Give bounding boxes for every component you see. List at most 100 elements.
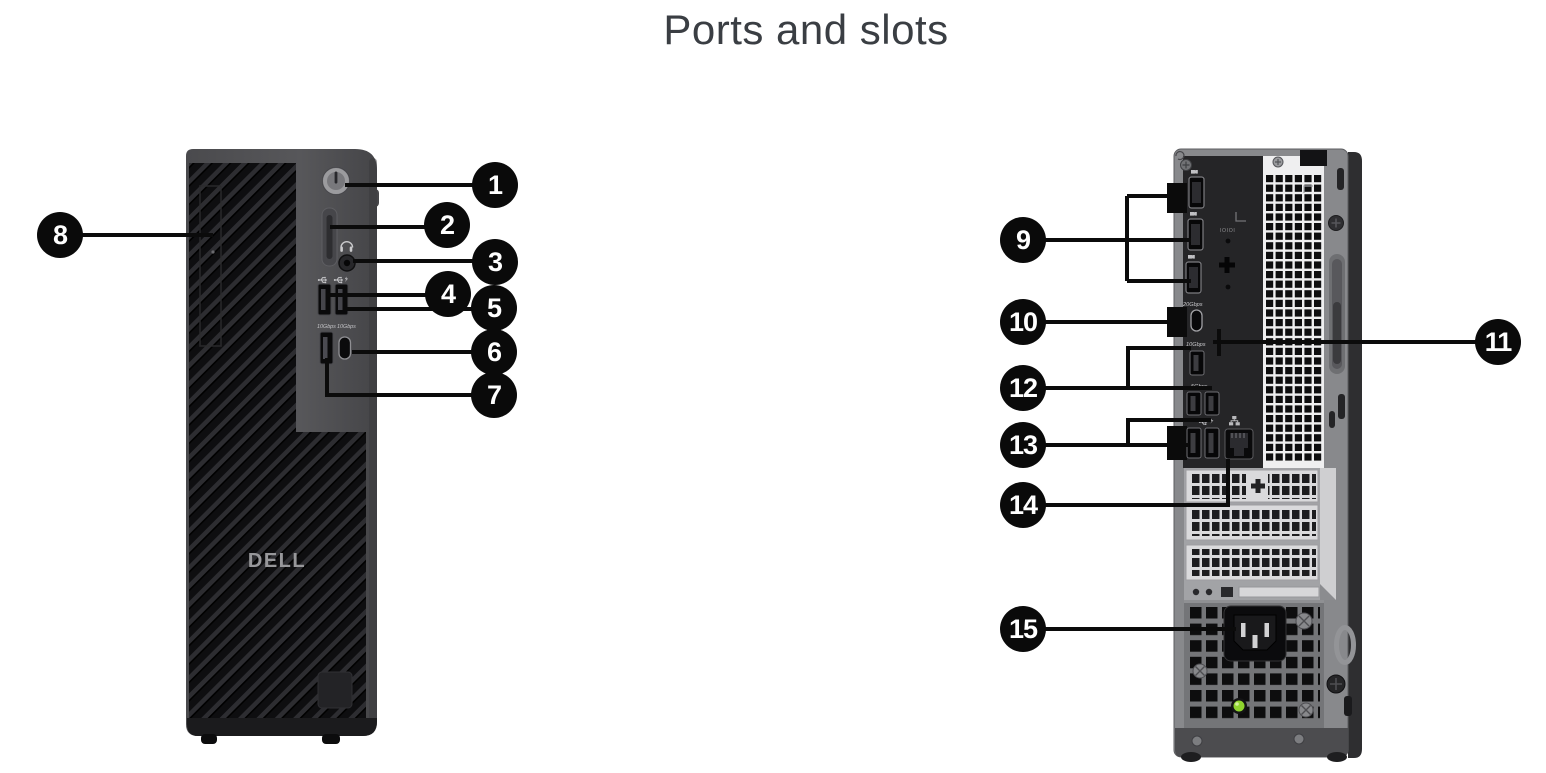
top-screw-left	[1180, 159, 1192, 171]
callout-number: 15	[1008, 613, 1038, 644]
displayport-3	[1185, 261, 1202, 294]
right-edge-shade	[369, 158, 377, 724]
callout-5-usb-port: 5	[471, 285, 517, 331]
lightning-icon	[344, 276, 349, 283]
sd-card-slot	[321, 207, 338, 267]
displayport-icon-2	[1190, 212, 1197, 216]
psu-screw-3	[1298, 702, 1314, 718]
callout-15-power-port: 15	[1000, 606, 1046, 652]
slot-detail-block	[1221, 587, 1233, 597]
callout-number: 2	[439, 209, 455, 240]
top-screw-middle	[1272, 156, 1284, 168]
psu-screw-1	[1192, 663, 1208, 679]
usb-10gbps-label-left: 10Gbps	[317, 324, 336, 330]
callout-6-usb-c-port: 6	[471, 329, 517, 375]
smartpower-bolt-icon	[1210, 418, 1214, 424]
callout-number: 4	[440, 278, 456, 309]
usb-a-port-rear-3	[1204, 391, 1220, 416]
line-14-ethernet	[1023, 459, 1230, 507]
callout-number: 11	[1484, 326, 1513, 357]
callout-number: 14	[1008, 489, 1038, 520]
callout-3-headset-jack: 3	[472, 239, 518, 285]
security-slot	[1344, 696, 1352, 716]
rear-foot-right	[1327, 752, 1347, 762]
front-foot-left	[201, 734, 217, 744]
callout-8-optical-drive: 8	[37, 212, 83, 258]
front-badge-patch	[317, 671, 353, 709]
front-tower: DELL	[186, 149, 379, 744]
eject-hole	[211, 250, 215, 254]
callout-4-usb-port: 4	[425, 271, 471, 317]
front-foot-right	[322, 734, 340, 744]
latch-notch	[1320, 584, 1336, 600]
latch-strip	[1320, 468, 1336, 600]
page-title: Ports and slots	[663, 6, 949, 53]
callout-number: 7	[486, 379, 502, 410]
callout-2-sd-card-slot: 2	[424, 202, 470, 248]
power-icon	[334, 171, 338, 184]
serial-screw-hole-bottom	[1225, 284, 1231, 290]
line-7-usb	[325, 358, 494, 397]
usb-a-port-front-3	[319, 331, 334, 365]
usb-a-port-rear-2	[1186, 391, 1202, 416]
headset-jack	[338, 254, 356, 272]
expansion-slots	[1184, 468, 1336, 600]
top-latch-block	[1300, 150, 1327, 166]
usb-a-port-front-2	[334, 283, 349, 316]
usb-c-20gbps-label: 20Gbps	[1182, 302, 1203, 308]
callout-14-ethernet-port: 14	[1000, 482, 1046, 528]
callout-number: 13	[1008, 429, 1038, 460]
slot-cover-1	[1185, 469, 1319, 503]
dell-logo: DELL	[248, 550, 306, 572]
callout-number: 9	[1015, 224, 1031, 255]
side-slot-mid	[1338, 394, 1345, 419]
callout-9-displayports: 9	[1000, 217, 1046, 263]
side-slot-top	[1337, 168, 1344, 190]
callout-number: 10	[1008, 306, 1038, 337]
serial-knockout-label: IOIOI	[1220, 228, 1235, 234]
psu-area	[1184, 600, 1324, 728]
usb-a-port-rear-4	[1186, 427, 1202, 459]
slot-cover-2	[1185, 504, 1319, 541]
displayport-2	[1187, 218, 1204, 251]
line-12-usb-branch	[1126, 346, 1191, 388]
callout-11-knockout: 11	[1475, 319, 1521, 365]
optical-drive-bay	[199, 185, 222, 347]
thumbscrew	[1326, 674, 1346, 694]
usb-10gbps-label: 10Gbps	[1186, 342, 1206, 348]
psu-status-led	[1231, 698, 1247, 714]
usb-10gbps-label-right: 10Gbps	[337, 324, 356, 330]
ethernet-port	[1224, 428, 1254, 460]
slot-hole-2	[1205, 588, 1213, 596]
bottom-screw-right	[1293, 733, 1305, 745]
usb-c-port-front	[338, 336, 352, 360]
callout-number: 3	[487, 246, 503, 277]
alignment-mark	[1235, 212, 1246, 222]
vent-grid	[1266, 175, 1323, 461]
front-base	[187, 718, 377, 736]
power-button	[322, 167, 350, 195]
callout-13-usb-ports: 13	[1000, 422, 1046, 468]
rear-bottom-band	[1175, 728, 1348, 762]
rear-tower: IOIOI	[1167, 148, 1362, 762]
callout-number: 6	[486, 336, 502, 367]
side-screw	[1328, 215, 1344, 231]
displayport-1	[1188, 176, 1205, 209]
line-13-usb-branch	[1126, 418, 1211, 445]
side-handle	[1329, 254, 1345, 374]
callout-number: 8	[52, 219, 68, 250]
slot-detail-bar	[1238, 586, 1320, 598]
power-connector	[1223, 605, 1287, 662]
slot-hole-1	[1192, 588, 1200, 596]
callout-number: 12	[1008, 372, 1038, 403]
headset-icon	[340, 241, 354, 252]
unlock-icon	[1175, 150, 1185, 161]
callout-7-usb-port: 7	[471, 372, 517, 418]
displayport-icon-1	[1191, 170, 1198, 174]
callout-lines	[60, 183, 1498, 631]
side-slot-small	[1329, 411, 1335, 428]
usb-c-port-rear	[1190, 309, 1203, 332]
psu-screw-2	[1295, 612, 1313, 630]
usb-a-port-front-1	[317, 283, 332, 316]
